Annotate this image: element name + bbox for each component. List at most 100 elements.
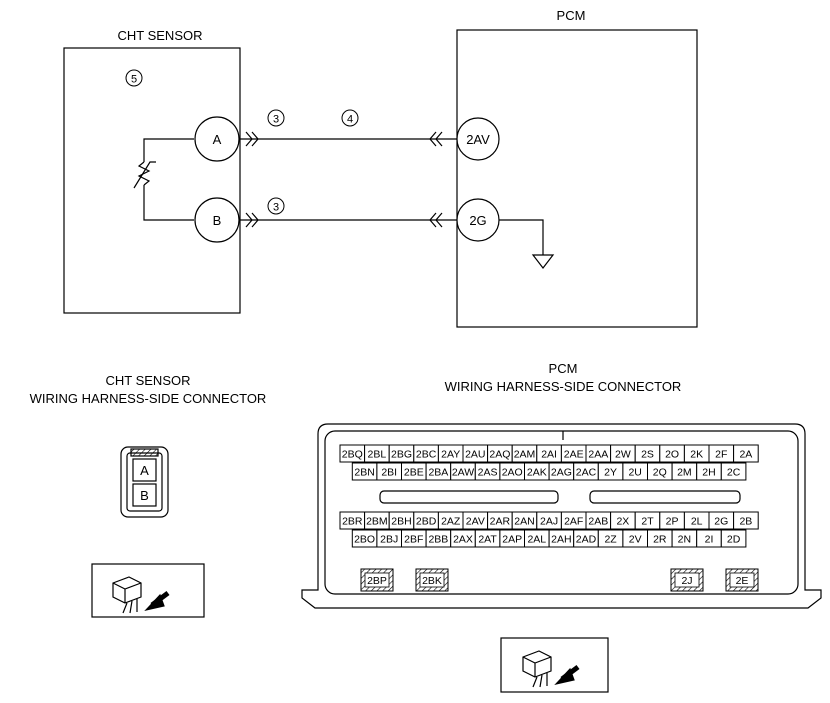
pcm-terminal-2d: 2D — [720, 529, 747, 548]
pcm-terminal-2ah: 2AH — [548, 529, 575, 548]
pcm-terminal-2ac: 2AC — [573, 462, 599, 481]
pcm-terminal-2ba: 2BA — [425, 462, 452, 481]
ground-wire — [499, 219, 544, 255]
pcm-box — [456, 29, 698, 328]
svg-text:2T: 2T — [641, 516, 654, 528]
svg-text:2Z: 2Z — [604, 534, 617, 546]
pcm-terminal-2ar: 2AR — [487, 511, 513, 530]
pcm-title: PCM — [557, 8, 586, 23]
pcm-terminal-2i: 2I — [696, 529, 722, 548]
svg-text:2AO: 2AO — [502, 467, 523, 479]
pcm-terminal-2ax: 2AX — [450, 529, 476, 548]
svg-text:2AK: 2AK — [527, 467, 547, 479]
svg-text:2BL: 2BL — [368, 449, 387, 461]
sensor-pin-a: A — [194, 116, 240, 162]
svg-text:2V: 2V — [629, 534, 642, 546]
svg-text:2AW: 2AW — [452, 467, 474, 479]
svg-text:2H: 2H — [702, 467, 715, 479]
connector-view-icon — [91, 563, 205, 618]
pcm-terminal-2bo: 2BO — [351, 529, 378, 548]
pcm-terminal-2l: 2L — [683, 511, 710, 530]
svg-text:2AV: 2AV — [466, 132, 490, 147]
svg-text:2Y: 2Y — [604, 467, 617, 479]
pcm-connector-housing — [301, 423, 822, 609]
pcm-terminal-2z: 2Z — [597, 529, 624, 548]
pcm-terminal-2as: 2AS — [474, 462, 501, 481]
pcm-terminal-2j-blank: 2J — [670, 568, 704, 592]
svg-text:B: B — [213, 213, 222, 228]
pcm-terminal-2u: 2U — [622, 462, 649, 481]
pcm-terminal-2bg: 2BG — [388, 444, 415, 463]
pcm-connector-title: PCM — [549, 361, 578, 376]
svg-text:2BE: 2BE — [404, 467, 424, 479]
pcm-terminal-2a: 2A — [733, 444, 759, 463]
svg-text:2AF: 2AF — [564, 516, 583, 528]
cht-connector-subtitle: WIRING HARNESS-SIDE CONNECTOR — [30, 391, 267, 406]
pcm-terminal-2r: 2R — [647, 529, 673, 548]
svg-text:2BH: 2BH — [391, 516, 411, 528]
svg-text:2AY: 2AY — [441, 449, 460, 461]
pcm-terminal-2aa: 2AA — [585, 444, 612, 463]
pcm-terminal-2an: 2AN — [511, 511, 538, 530]
pcm-terminal-2s: 2S — [634, 444, 661, 463]
svg-text:2S: 2S — [641, 449, 654, 461]
svg-text:2AE: 2AE — [564, 449, 584, 461]
svg-text:2BO: 2BO — [354, 534, 375, 546]
pcm-terminal-2ak: 2AK — [524, 462, 550, 481]
svg-text:2P: 2P — [666, 516, 679, 528]
pcm-terminal-2bd: 2BD — [413, 511, 439, 530]
svg-text:2AQ: 2AQ — [489, 449, 510, 461]
svg-text:2M: 2M — [677, 467, 692, 479]
svg-text:3: 3 — [273, 114, 279, 126]
svg-text:2F: 2F — [715, 449, 727, 461]
svg-text:2D: 2D — [727, 534, 741, 546]
pcm-terminal-2af: 2AF — [560, 511, 587, 530]
svg-text:2R: 2R — [653, 534, 667, 546]
svg-text:2BI: 2BI — [381, 467, 397, 479]
pcm-terminal-2p: 2P — [659, 511, 685, 530]
svg-text:2U: 2U — [628, 467, 641, 479]
svg-text:2BA: 2BA — [428, 467, 448, 479]
pcm-terminal-2k: 2K — [683, 444, 710, 463]
svg-text:2K: 2K — [690, 449, 703, 461]
pcm-terminal-2w: 2W — [610, 444, 636, 463]
pcm-view-icon — [500, 637, 609, 693]
pcm-terminal-2bb: 2BB — [425, 529, 452, 548]
terminal-arrow-a — [245, 131, 253, 147]
pcm-terminal-2aq: 2AQ — [487, 444, 513, 463]
pcm-terminal-2t: 2T — [634, 511, 661, 530]
pcm-terminal-2bh: 2BH — [388, 511, 415, 530]
svg-text:2BR: 2BR — [342, 516, 363, 528]
svg-text:2AH: 2AH — [551, 534, 571, 546]
svg-text:2Q: 2Q — [653, 467, 667, 479]
svg-text:2AU: 2AU — [465, 449, 485, 461]
svg-text:2AB: 2AB — [588, 516, 608, 528]
svg-text:2BD: 2BD — [416, 516, 437, 528]
pcm-terminal-2ab: 2AB — [585, 511, 612, 530]
cht-sensor-box — [63, 47, 241, 314]
pcm-terminal-2ay: 2AY — [437, 444, 464, 463]
callout-4-wire-a: 4 — [341, 109, 359, 127]
svg-text:2AV: 2AV — [466, 516, 485, 528]
ground-icon — [531, 254, 555, 269]
pcm-terminal-2bl: 2BL — [364, 444, 390, 463]
svg-text:2G: 2G — [469, 213, 486, 228]
pcm-terminal-2c: 2C — [720, 462, 747, 481]
svg-text:2BB: 2BB — [428, 534, 448, 546]
svg-text:2A: 2A — [739, 449, 752, 461]
svg-text:2AZ: 2AZ — [441, 516, 461, 528]
pcm-pin-2g: 2G — [456, 198, 500, 242]
svg-text:2J: 2J — [681, 575, 692, 587]
pcm-terminal-2ad: 2AD — [573, 529, 599, 548]
terminal-arrow-b — [245, 212, 253, 228]
pcm-terminal-2am: 2AM — [511, 444, 538, 463]
svg-text:2AD: 2AD — [576, 534, 597, 546]
svg-text:2AC: 2AC — [576, 467, 597, 479]
pcm-terminal-2v: 2V — [622, 529, 649, 548]
pcm-terminal-2h: 2H — [696, 462, 722, 481]
pcm-terminal-2bp-blank: 2BP — [360, 568, 394, 592]
pcm-terminal-2al: 2AL — [524, 529, 550, 548]
pcm-terminal-2f: 2F — [708, 444, 735, 463]
pcm-terminal-2e-blank: 2E — [725, 568, 759, 592]
svg-text:2W: 2W — [615, 449, 631, 461]
